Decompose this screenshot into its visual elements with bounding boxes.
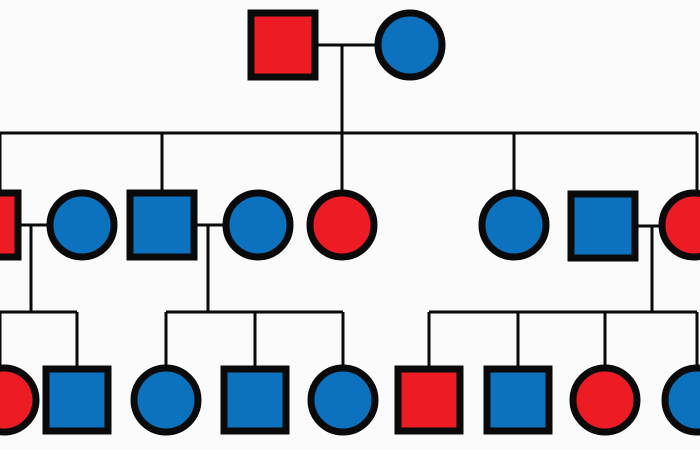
individual-III-9-circle[interactable] xyxy=(661,364,700,436)
individual-II-7-square[interactable] xyxy=(567,190,639,262)
individual-II-8-circle[interactable] xyxy=(658,189,700,261)
individual-III-3-circle[interactable] xyxy=(130,364,202,436)
individual-III-8-circle[interactable] xyxy=(569,364,641,436)
individual-I-1-square[interactable] xyxy=(247,9,319,81)
individual-II-2-circle[interactable] xyxy=(46,189,118,261)
individual-III-1-circle[interactable] xyxy=(0,364,40,436)
individual-II-4-circle[interactable] xyxy=(222,189,294,261)
individual-II-1-square[interactable] xyxy=(0,189,22,261)
individual-III-6-square[interactable] xyxy=(394,365,464,435)
individual-III-4-square[interactable] xyxy=(220,365,290,435)
individual-shapes-layer xyxy=(0,9,700,436)
connection-lines-layer xyxy=(0,43,699,370)
individual-I-2-circle[interactable] xyxy=(374,9,446,81)
individual-III-7-square[interactable] xyxy=(483,365,553,435)
individual-III-2-square[interactable] xyxy=(42,365,112,435)
individual-II-6-circle[interactable] xyxy=(478,189,550,261)
individual-III-5-circle[interactable] xyxy=(307,364,379,436)
individual-II-3-square[interactable] xyxy=(126,189,198,261)
individual-II-5-circle[interactable] xyxy=(306,189,378,261)
